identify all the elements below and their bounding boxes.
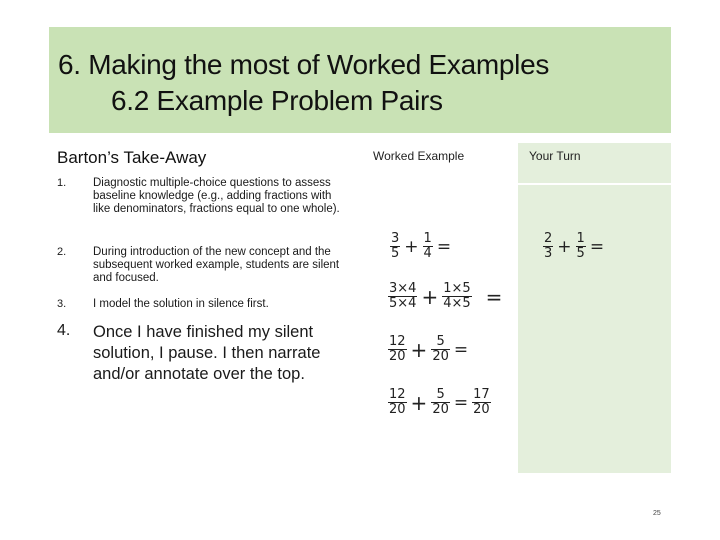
list-item-text: I model the solution in silence first. (93, 298, 269, 310)
list-item-number: 2. (57, 246, 67, 258)
title-band: 6. Making the most of Worked Examples 6.… (49, 27, 671, 133)
list-item-number: 1. (57, 177, 67, 189)
list-item-number: 4. (57, 322, 71, 339)
your-turn-header: Your Turn (518, 143, 671, 183)
list-item-text: During introduction of the new concept a… (93, 246, 340, 284)
takeaway-heading: Barton’s Take-Away (57, 148, 207, 167)
page-number: 25 (653, 510, 661, 517)
slide-subtitle: 6.2 Example Problem Pairs (111, 85, 443, 116)
list-item-number: 3. (57, 298, 67, 310)
list-item-text: Once I have finished my silent solution,… (93, 323, 321, 383)
worked-example-header: Worked Example (362, 143, 516, 183)
list-item-text: Diagnostic multiple-choice questions to … (93, 177, 340, 215)
slide-title: 6. Making the most of Worked Examples (58, 49, 550, 80)
